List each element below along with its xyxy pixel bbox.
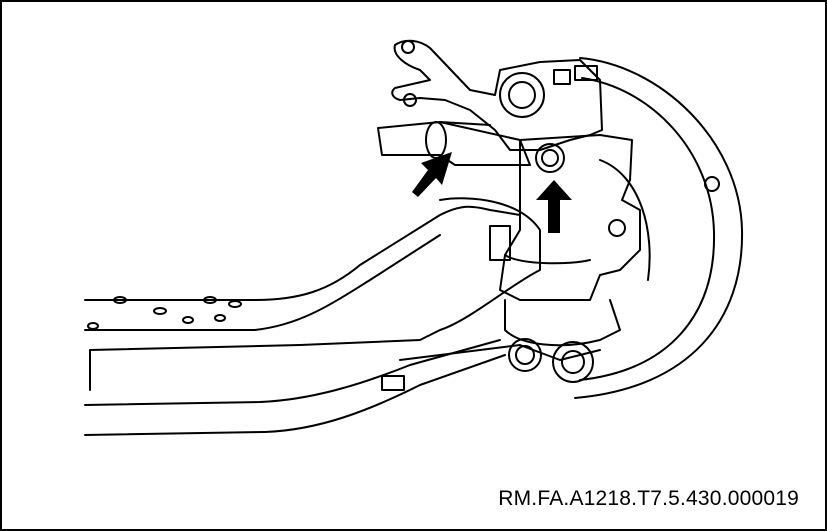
arrow-right bbox=[536, 180, 572, 233]
arrow-left bbox=[412, 152, 452, 197]
axle-beam bbox=[84, 205, 521, 436]
upper-link bbox=[377, 121, 531, 166]
indicator-arrows bbox=[412, 152, 572, 233]
knuckle-body bbox=[499, 134, 641, 301]
reference-code: RM.FA.A1218.T7.5.430.000019 bbox=[498, 487, 799, 510]
lower-nuts bbox=[381, 338, 594, 391]
brake-drum bbox=[574, 57, 744, 399]
knuckle-upper bbox=[391, 39, 603, 151]
